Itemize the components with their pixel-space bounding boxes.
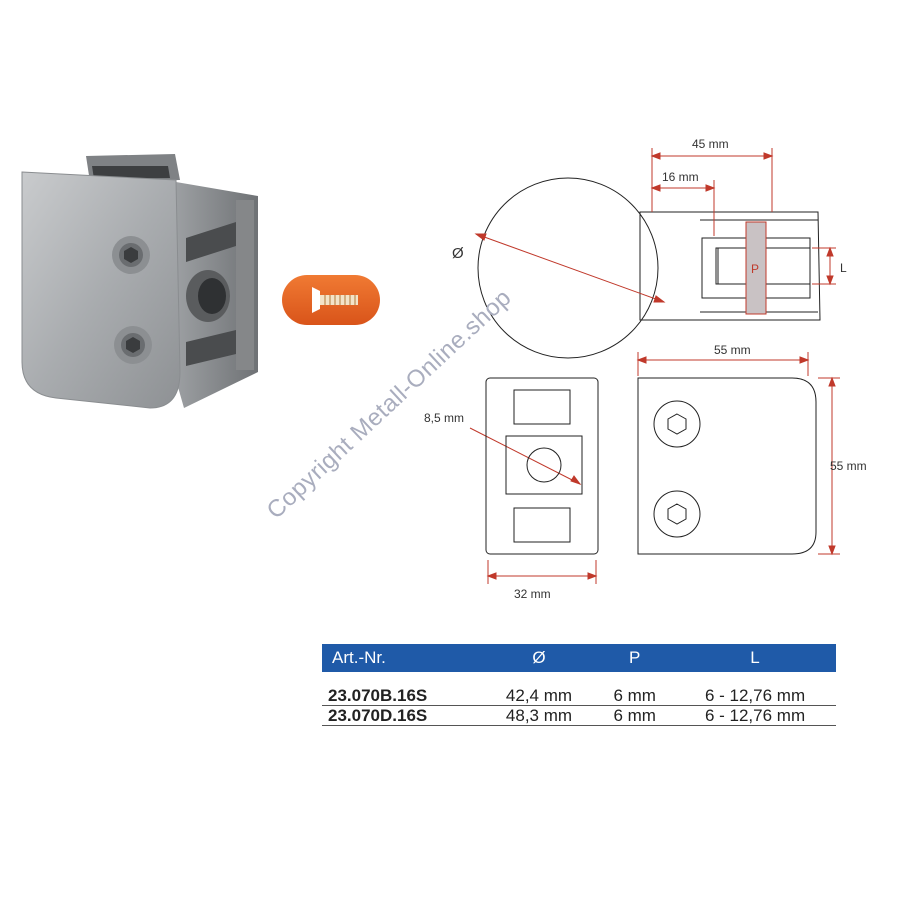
- screw-badge: [282, 275, 380, 325]
- clamp-photo: [21, 154, 258, 409]
- hex-socket-icon: [667, 413, 687, 435]
- p-cell: 6 mm: [595, 705, 675, 726]
- table-header-row: Art.-Nr. Ø P L: [322, 644, 836, 672]
- hex-socket-icon: [124, 247, 138, 263]
- dimension-lines: [469, 148, 840, 584]
- table-row: 23.070D.16S 48,3 mm 6 mm 6 - 12,76 mm: [322, 705, 836, 726]
- side-view-drawing: [477, 177, 821, 359]
- header-p: P: [595, 644, 675, 672]
- hex-socket-icon: [667, 503, 687, 525]
- back-view-drawing: [485, 377, 599, 555]
- clamp-profile: [639, 211, 821, 321]
- l-label: L: [840, 261, 847, 275]
- dimension-32mm-label: 32 mm: [514, 587, 551, 601]
- hex-socket-icon: [126, 337, 140, 353]
- diameter-cell: 48,3 mm: [482, 705, 596, 726]
- spec-table: Art.-Nr. Ø P L 23.070B.16S 42,4 mm 6 mm …: [322, 644, 836, 726]
- p-cell: 6 mm: [595, 686, 675, 706]
- dimension-55mm-width-label: 55 mm: [714, 343, 751, 357]
- diameter-label: Ø: [452, 245, 464, 262]
- header-art-nr: Art.-Nr.: [322, 644, 483, 672]
- dimension-45mm-label: 45 mm: [692, 137, 729, 151]
- pipe-circle: [477, 177, 659, 359]
- l-cell: 6 - 12,76 mm: [674, 686, 836, 706]
- front-view-drawing: [637, 377, 817, 555]
- countersunk-screw-icon: [312, 287, 358, 313]
- art-nr-cell: 23.070D.16S: [322, 705, 483, 726]
- p-label: P: [751, 262, 759, 276]
- dimension-8-5mm-label: 8,5 mm: [424, 411, 464, 425]
- dimension-55mm-height-label: 55 mm: [830, 459, 867, 473]
- dimension-16mm-label: 16 mm: [662, 170, 699, 184]
- l-cell: 6 - 12,76 mm: [674, 705, 836, 726]
- header-l: L: [674, 644, 836, 672]
- header-diameter: Ø: [482, 644, 596, 672]
- table-row: 23.070B.16S 42,4 mm 6 mm 6 - 12,76 mm: [322, 686, 836, 706]
- glass-panel: [745, 221, 767, 315]
- diameter-cell: 42,4 mm: [482, 686, 596, 706]
- clamp-front-face: [21, 171, 181, 409]
- art-nr-cell: 23.070B.16S: [322, 686, 483, 706]
